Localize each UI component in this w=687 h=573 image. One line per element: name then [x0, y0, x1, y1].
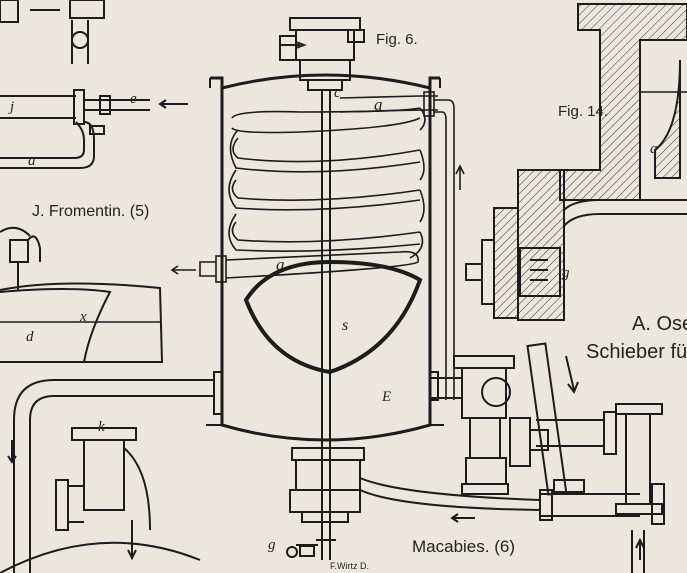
letter-x: x	[80, 309, 87, 325]
letter-a-right: a	[650, 141, 658, 157]
caption-macabies: Macabies. (6)	[412, 537, 515, 556]
caption-schieber: Schieber fü	[586, 341, 687, 363]
left-top-apparatus	[0, 0, 188, 169]
letter-j: j	[10, 99, 15, 115]
left-pipe-k	[0, 379, 214, 573]
right-pipework	[526, 342, 665, 573]
caption-fig14: Fig. 14.	[558, 103, 609, 120]
main-vessel	[206, 73, 444, 442]
letter-E: E	[382, 389, 392, 405]
letter-a-left: a	[28, 153, 36, 169]
caption-fig6: Fig. 6.	[376, 31, 418, 48]
letter-a-mid: a	[276, 255, 285, 274]
letter-c: c	[334, 85, 341, 101]
lens-float	[243, 259, 423, 375]
fig14-apparatus	[465, 3, 687, 321]
caption-engraver: F.Wirtz D.	[330, 561, 369, 571]
letter-a-top: a	[374, 95, 383, 114]
letter-s: s	[342, 317, 349, 334]
letter-k: k	[98, 419, 105, 435]
letter-g-main: g	[268, 537, 276, 553]
letter-g-right: g	[562, 265, 570, 281]
top-valve	[279, 17, 365, 91]
heating-coil	[170, 91, 465, 400]
caption-fromentin: J. Fromentin. (5)	[32, 203, 150, 220]
left-vessel	[0, 226, 164, 363]
side-valve	[430, 355, 549, 495]
caption-osef: A. Ose	[632, 313, 687, 335]
letter-e: e	[130, 91, 137, 107]
letter-d: d	[26, 329, 34, 345]
bottom-valve	[286, 447, 541, 558]
